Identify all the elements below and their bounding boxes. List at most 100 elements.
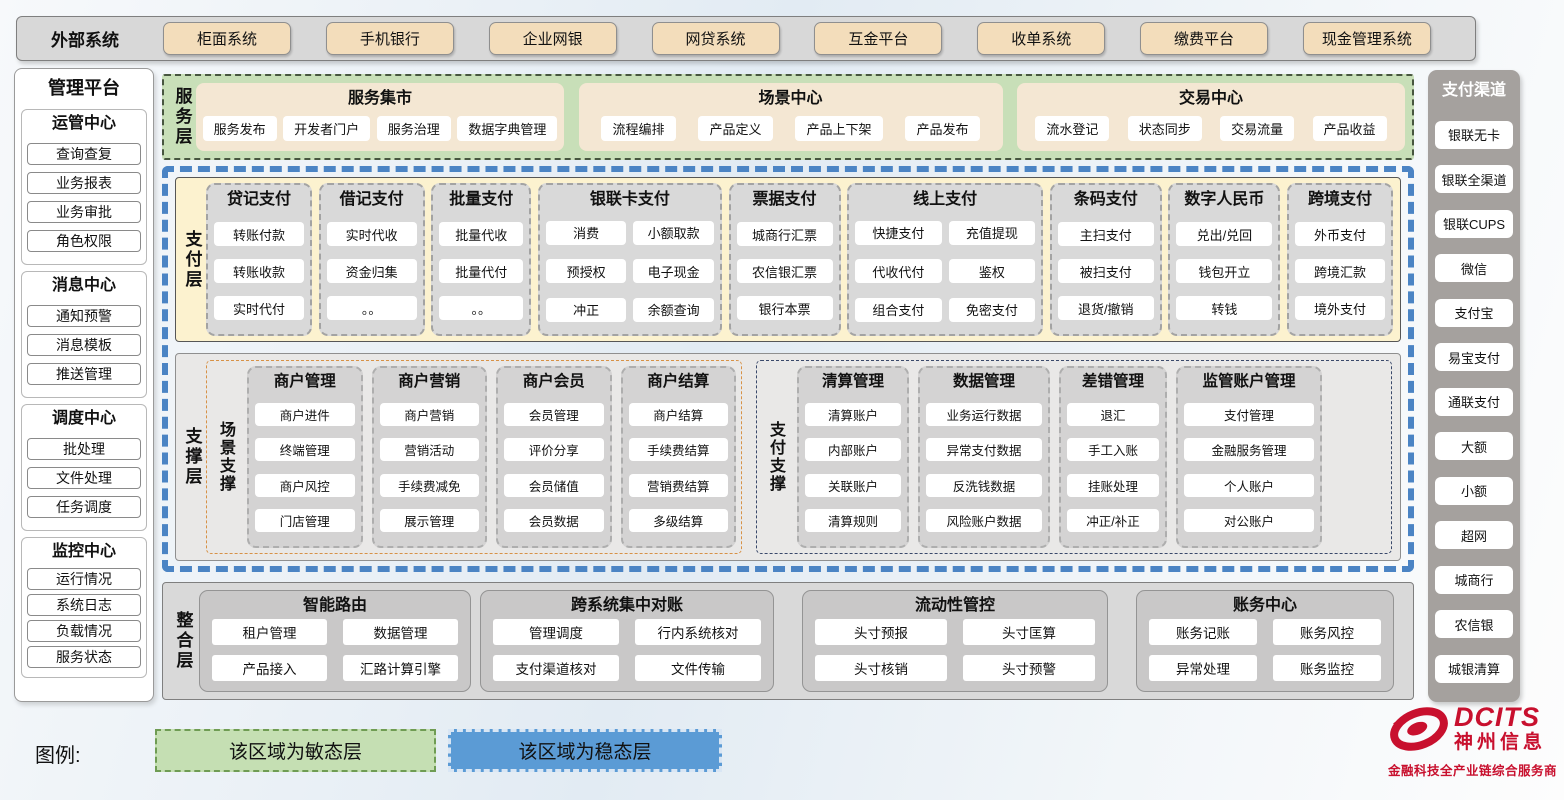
column-title: 差错管理 <box>1081 373 1144 390</box>
support-item: 内部账户 <box>805 438 901 462</box>
column-title: 监管账户管理 <box>1202 373 1296 390</box>
support-item: 退汇 <box>1067 402 1159 426</box>
panel-title: 智能路由 <box>302 597 367 614</box>
service-item: 数据字典管理 <box>457 115 558 141</box>
support-item: 对公账户 <box>1184 509 1314 533</box>
payment-channel-item: 微信 <box>1435 254 1513 282</box>
payment-item: 外币支付 <box>1295 222 1385 246</box>
payment-item: 跨境汇款 <box>1295 259 1385 283</box>
payment-item: 代收代付 <box>855 259 942 283</box>
column-title: 批量支付 <box>449 191 514 208</box>
management-item: 业务审批 <box>27 201 141 223</box>
column-title: 数字人民币 <box>1184 191 1265 208</box>
support-item: 终端管理 <box>255 438 355 462</box>
integration-item: 产品接入 <box>212 655 327 681</box>
payment-item: 组合支付 <box>855 297 942 322</box>
payment-layer-label: 支付层 <box>182 229 202 290</box>
scene-support-label: 场景支撑 <box>217 421 234 493</box>
payment-support-group: 支付支撑 清算管理 清算账户内部账户关联账户清算规则 数据管理 业务运行数据异常… <box>756 360 1392 554</box>
service-panel-trade: 交易中心 流水登记状态同步交易流量产品收益 <box>1017 83 1405 151</box>
column-items: 清算账户内部账户关联账户清算规则 <box>805 394 901 541</box>
integration-item: 支付渠道核对 <box>493 655 619 681</box>
management-item: 文件处理 <box>27 467 141 489</box>
payment-channels-title: 支付渠道 <box>1441 82 1506 99</box>
column-items: 消费小额取款预授权电子现金冲正余额查询 <box>545 213 714 329</box>
payment-item: 鉴权 <box>948 259 1036 283</box>
group-title: 运管中心 <box>51 115 116 132</box>
support-item: 商户结算 <box>628 402 728 426</box>
integration-item: 头寸匡算 <box>963 619 1095 645</box>
dcits-brand: DCITS <box>1454 702 1540 732</box>
integration-item: 头寸核销 <box>815 655 947 681</box>
payment-item: 批量代付 <box>439 259 524 283</box>
payment-channel-item: 农信银 <box>1435 610 1513 638</box>
payment-column-online: 线上支付 快捷支付充值提现代收代付鉴权组合支付免密支付 <box>847 183 1044 336</box>
service-panel-market: 服务集市 服务发布开发者门户服务治理数据字典管理 <box>196 83 564 151</box>
payment-channel-item: 大额 <box>1435 432 1513 460</box>
column-title: 商户管理 <box>273 373 336 390</box>
support-item: 评价分享 <box>504 438 604 462</box>
payment-item: 。。 <box>439 296 524 320</box>
panel-title: 账务中心 <box>1232 597 1297 614</box>
dcits-logo-text: DCITS 神州信息 <box>1454 703 1546 755</box>
management-item: 角色权限 <box>27 230 141 252</box>
management-item: 服务状态 <box>27 646 141 668</box>
integration-panel-accounting: 账务中心 账务记账账务风控异常处理账务监控 <box>1136 590 1394 692</box>
integration-item: 异常处理 <box>1149 655 1257 681</box>
column-items: 商户进件终端管理商户风控门店管理 <box>255 394 355 541</box>
payment-item: 快捷支付 <box>855 220 942 245</box>
integration-item: 管理调度 <box>493 619 619 645</box>
payment-columns: 贷记支付 转账付款转账收款实时代付 借记支付 实时代收资金归集。。 批量支付 批… <box>206 183 1393 336</box>
integration-item: 账务风控 <box>1273 619 1381 645</box>
management-item: 消息模板 <box>27 334 141 356</box>
column-items: 主扫支付被扫支付退货/撤销 <box>1057 213 1154 329</box>
management-item: 通知预警 <box>27 305 141 327</box>
panel-items: 服务发布开发者门户服务治理数据字典管理 <box>202 111 558 145</box>
group-items: 批处理文件处理任务调度 <box>25 438 143 518</box>
payment-item: 。。 <box>326 296 417 320</box>
dcits-tagline: 金融科技全产业链综合服务商 <box>1388 764 1558 778</box>
panel-items: 账务记账账务风控异常处理账务监控 <box>1149 619 1381 682</box>
integration-layer: 整合层 智能路由 租户管理数据管理产品接入汇路计算引擎 跨系统集中对账 管理调度… <box>162 582 1414 700</box>
payment-channel-item: 支付宝 <box>1435 298 1513 327</box>
payment-channel-item: 小额 <box>1435 476 1513 505</box>
support-item: 清算账户 <box>805 402 901 426</box>
support-item: 风险账户数据 <box>926 509 1042 533</box>
support-item: 营销费结算 <box>628 473 728 497</box>
management-platform-panel: 管理平台 运管中心 查询查复业务报表业务审批角色权限 消息中心 通知预警消息模板… <box>14 68 154 702</box>
payment-item: 批量代收 <box>439 222 524 246</box>
group-title: 消息中心 <box>51 277 116 294</box>
column-items: 批量代收批量代付。。 <box>439 213 524 329</box>
support-item: 手工入账 <box>1067 438 1159 462</box>
management-group-operations: 运管中心 查询查复业务报表业务审批角色权限 <box>21 109 147 265</box>
payment-column-unionpay-card: 银联卡支付 消费小额取款预授权电子现金冲正余额查询 <box>537 183 722 336</box>
payment-item: 预授权 <box>545 259 627 283</box>
support-item: 支付管理 <box>1184 402 1314 426</box>
support-item: 反洗钱数据 <box>926 473 1042 497</box>
service-panel-scene: 场景中心 流程编排产品定义产品上下架产品发布 <box>578 83 1003 151</box>
payment-channel-item: 超网 <box>1435 521 1513 549</box>
panel-title: 跨系统集中对账 <box>570 597 683 614</box>
integration-item: 数据管理 <box>343 619 458 645</box>
service-item: 产品收益 <box>1312 115 1387 141</box>
column-items: 商户营销营销活动手续费减免展示管理 <box>379 394 479 541</box>
integration-layer-label: 整合层 <box>173 611 193 671</box>
column-items: 实时代收资金归集。。 <box>326 213 417 329</box>
external-system-box: 柜面系统 <box>163 22 291 55</box>
column-title: 线上支付 <box>913 191 978 208</box>
support-item: 会员管理 <box>504 402 604 426</box>
panel-title: 流动性管控 <box>914 597 995 614</box>
support-item: 会员数据 <box>504 509 604 533</box>
panel-items: 租户管理数据管理产品接入汇路计算引擎 <box>212 619 458 682</box>
dcits-company-name: 神州信息 <box>1454 732 1547 753</box>
column-items: 会员管理评价分享会员储值会员数据 <box>504 394 604 541</box>
payment-item: 城商行汇票 <box>736 222 833 246</box>
column-title: 商户结算 <box>647 373 710 390</box>
column-title: 票据支付 <box>752 191 817 208</box>
payment-support-label: 支付支撑 <box>767 421 784 493</box>
support-layer-label: 支撑层 <box>182 427 202 487</box>
payment-item: 兑出/兑回 <box>1176 222 1273 246</box>
panel-title: 场景中心 <box>758 90 823 107</box>
support-groups: 场景支撑 商户管理 商户进件终端管理商户风控门店管理 商户营销 商户营销营销活动… <box>206 360 1392 554</box>
